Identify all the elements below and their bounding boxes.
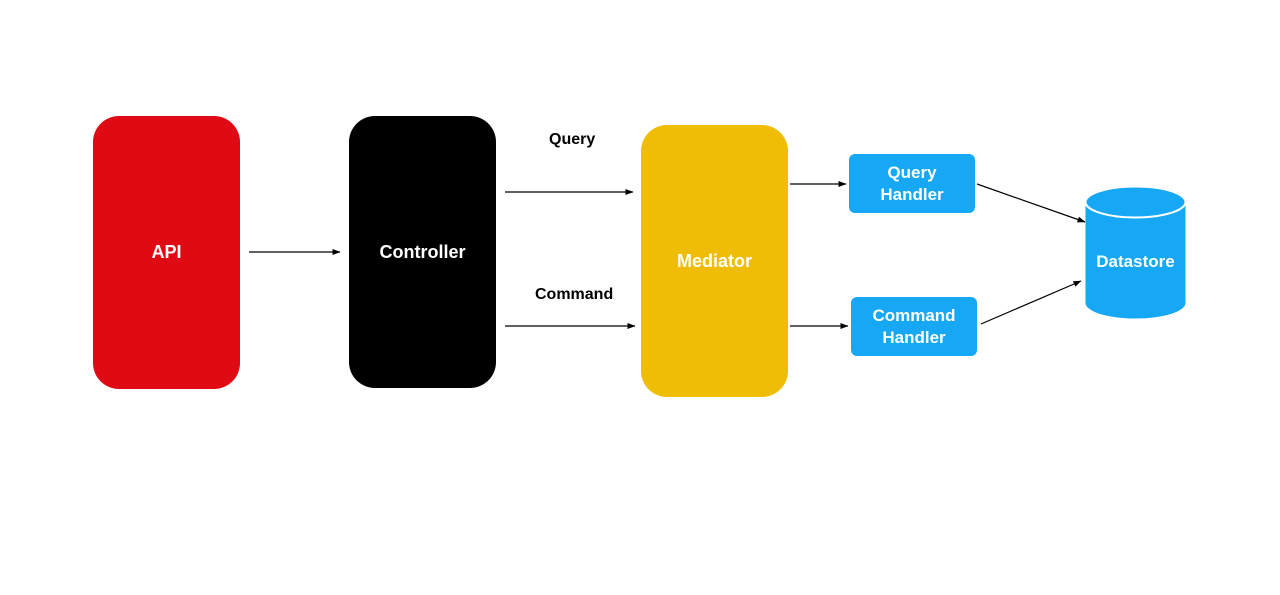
mediator-node-label: Mediator xyxy=(676,250,752,271)
query-handler-node: Query Handler xyxy=(849,154,975,213)
command-handler-label-line2: Handler xyxy=(882,327,946,347)
edge-command-handler-to-datastore xyxy=(980,280,1082,325)
query-edge-label: Query xyxy=(549,131,596,148)
query-handler-label-line1: Query xyxy=(887,162,937,182)
controller-node-label: Controller xyxy=(379,241,466,262)
mediator-node: Mediator xyxy=(641,125,788,397)
edge-query-handler-to-datastore xyxy=(976,183,1086,223)
datastore-node: Datastore xyxy=(1085,186,1186,319)
api-node: API xyxy=(93,116,240,389)
command-handler-label-line1: Command xyxy=(872,305,956,325)
command-edge-label: Command xyxy=(535,286,614,303)
command-handler-node: Command Handler xyxy=(851,297,977,356)
controller-node: Controller xyxy=(349,116,496,388)
api-node-label: API xyxy=(151,242,182,262)
query-handler-label-line2: Handler xyxy=(880,184,944,204)
datastore-label: Datastore xyxy=(1096,252,1175,271)
database-cylinder-icon xyxy=(1085,186,1186,319)
